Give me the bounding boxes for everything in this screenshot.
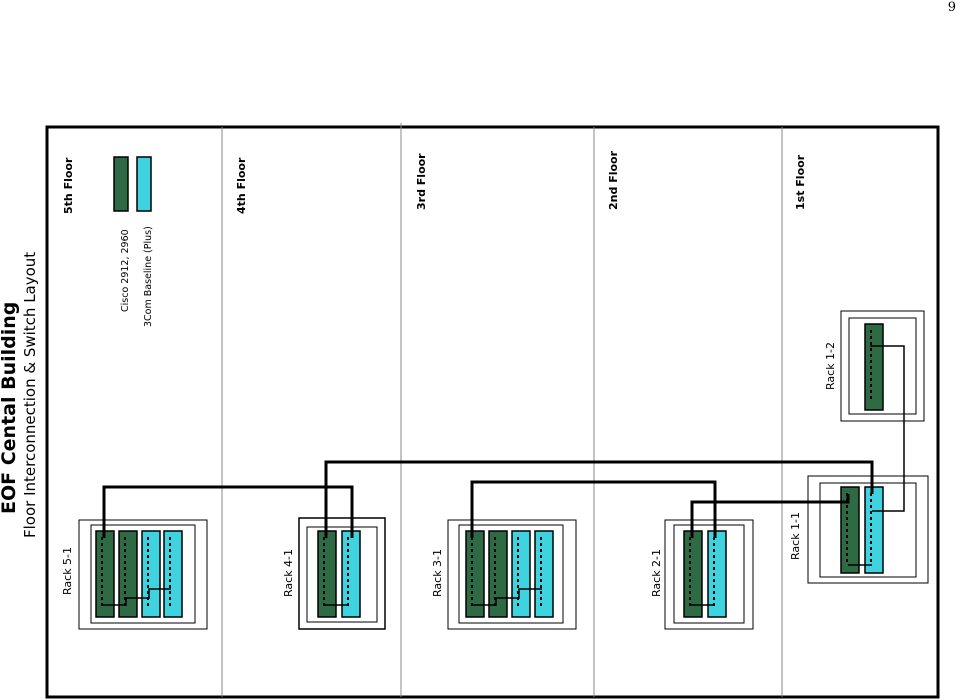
legend: Cisco 2912, 2960 3Com Baseline (Plus) <box>113 156 154 327</box>
trunk-cable-12-11 <box>870 345 905 512</box>
floor-label-3: 3rd Floor <box>415 153 428 210</box>
switch-3com <box>141 530 161 618</box>
rack-4-1: Rack 4-1 <box>282 517 386 630</box>
switch-cisco <box>465 530 485 618</box>
rack-label-5-1: Rack 5-1 <box>61 547 74 595</box>
page-number: 9 <box>947 0 956 15</box>
switch-cisco <box>118 530 138 618</box>
floor-label-1: 1st Floor <box>794 154 807 210</box>
rack-3-1: Rack 3-1 <box>431 519 577 630</box>
switch-cisco <box>488 530 508 618</box>
switch-3com <box>864 486 884 574</box>
rack-1-1: Rack 1-1 <box>789 475 929 584</box>
diagram-frame <box>45 125 940 699</box>
legend-swatch-3com <box>136 156 152 212</box>
switch-cisco <box>840 486 860 574</box>
floor-label-5: 5th Floor <box>62 157 75 214</box>
legend-label-3com: 3Com Baseline (Plus) <box>143 226 154 327</box>
trunk-cables <box>102 345 905 538</box>
rack-1-2: Rack 1-2 <box>824 310 925 422</box>
rack-label-1-1: Rack 1-1 <box>789 512 802 560</box>
trunk-cable-5-4 <box>102 485 354 538</box>
rack-2-1: Rack 2-1 <box>650 519 754 630</box>
switch-cisco <box>317 530 337 618</box>
switch-cisco <box>683 530 703 618</box>
rack-label-1-2: Rack 1-2 <box>824 342 837 390</box>
floor-label-2: 2nd Floor <box>607 150 620 210</box>
switch-3com <box>511 530 531 618</box>
switch-cisco <box>864 323 884 411</box>
trunk-cable-3-2 <box>470 480 717 538</box>
legend-label-cisco: Cisco 2912, 2960 <box>120 229 131 312</box>
rack-label-3-1: Rack 3-1 <box>431 549 444 597</box>
switch-3com <box>163 530 183 618</box>
legend-swatch-cisco <box>113 156 129 212</box>
rack-5-1: Rack 5-1 <box>61 519 208 630</box>
switch-cisco <box>95 530 115 618</box>
diagram-title: EOF Cental Building <box>0 302 20 514</box>
stack-cable <box>473 588 542 606</box>
stack-cable <box>103 588 171 606</box>
switch-3com <box>534 530 554 618</box>
floor-label-4: 4th Floor <box>235 157 248 214</box>
trunk-cable-2-1 <box>690 494 850 538</box>
switch-3com <box>707 530 727 618</box>
trunk-cable-4-1 <box>324 460 874 538</box>
switch-3com <box>341 530 361 618</box>
rack-label-4-1: Rack 4-1 <box>282 549 295 597</box>
diagram-subtitle: Floor Interconnection & Switch Layout <box>21 252 39 538</box>
rack-label-2-1: Rack 2-1 <box>650 549 663 597</box>
